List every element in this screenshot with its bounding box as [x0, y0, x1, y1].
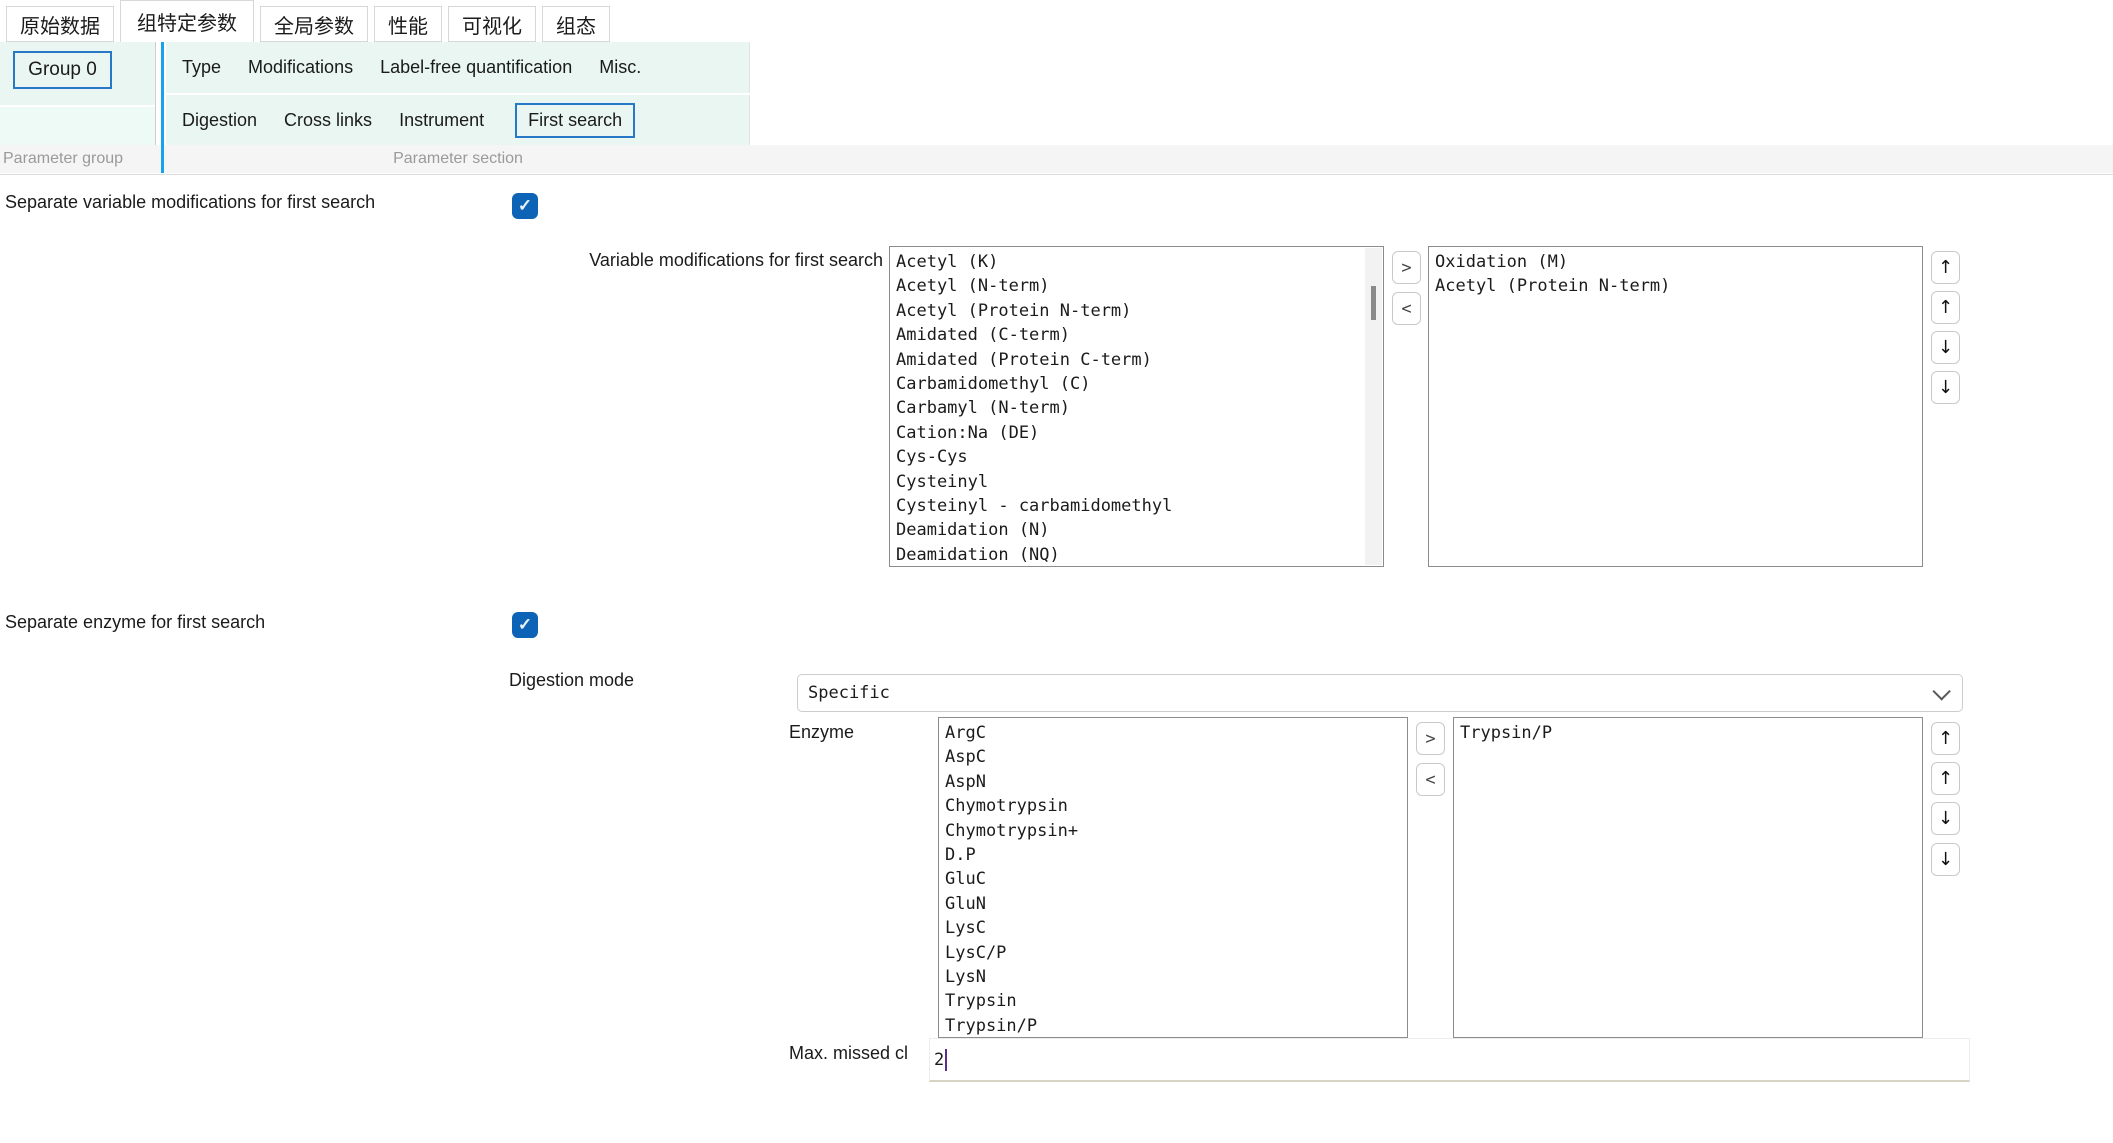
list-item[interactable]: Carbamyl (N-term) — [896, 398, 1070, 419]
enzyme-label: Enzyme — [789, 722, 855, 742]
arrow-up-icon: ↑ — [1937, 768, 1954, 789]
check-icon: ✓ — [517, 615, 533, 634]
max-missed-cleavages-value: 2 — [934, 1049, 945, 1070]
var-mods-move-up-button[interactable]: ↑ — [1931, 291, 1960, 324]
arrow-up-icon: ↑ — [1937, 728, 1954, 749]
arrow-down-icon: ↓ — [1937, 808, 1954, 829]
max-missed-cleavages-label: Max. missed cl — [789, 1043, 909, 1063]
parameter-section-row-2: Digestion Cross links Instrument First s… — [166, 95, 750, 146]
chevron-down-icon — [1932, 681, 1951, 701]
list-item[interactable]: Carbamidomethyl (C) — [896, 373, 1091, 394]
caption-strip — [0, 145, 2113, 173]
arrow-down-icon: ↓ — [1937, 849, 1954, 870]
arrow-down-icon: ↓ — [1937, 337, 1954, 358]
list-item[interactable]: Acetyl (Protein N-term) — [1435, 276, 1671, 297]
list-item[interactable]: Acetyl (K) — [896, 252, 999, 272]
parameter-group-caption: Parameter group — [3, 150, 124, 167]
enzyme-move-up-button[interactable]: ↑ — [1931, 762, 1960, 795]
header-divider — [0, 174, 2113, 175]
arrow-up-icon: ↑ — [1937, 297, 1954, 318]
separate-var-mods-checkbox[interactable]: ✓ — [512, 193, 538, 219]
check-icon: ✓ — [517, 196, 533, 215]
separate-var-mods-label: Separate variable modifications for firs… — [5, 192, 376, 212]
section-tab-modifications[interactable]: Modifications — [248, 57, 354, 77]
list-item[interactable]: Deamidation (NQ) — [896, 544, 1060, 565]
list-item[interactable]: Deamidation (N) — [896, 520, 1050, 541]
list-item[interactable]: LysN — [945, 966, 986, 987]
list-item[interactable]: Cysteinyl — [896, 471, 989, 492]
tab-global-parameters[interactable]: 全局参数 — [260, 6, 368, 42]
digestion-mode-label: Digestion mode — [509, 670, 635, 690]
panel-splitter[interactable] — [161, 42, 164, 173]
list-item[interactable]: Cys-Cys — [896, 447, 968, 468]
separate-enzyme-checkbox[interactable]: ✓ — [512, 612, 538, 638]
digestion-mode-value: Specific — [808, 683, 890, 703]
list-item[interactable]: Cysteinyl - carbamidomethyl — [896, 495, 1173, 516]
enzyme-add-button[interactable]: > — [1416, 722, 1445, 755]
list-item[interactable]: LysC/P — [945, 942, 1007, 963]
separate-enzyme-label: Separate enzyme for first search — [5, 612, 266, 632]
list-item[interactable]: Chymotrypsin — [945, 796, 1068, 817]
list-item[interactable]: Trypsin — [945, 991, 1017, 1012]
parameter-section-row-1: Type Modifications Label-free quantifica… — [166, 42, 750, 93]
section-tab-cross-links[interactable]: Cross links — [284, 110, 373, 130]
var-mods-label: Variable modifications for first search — [589, 250, 883, 270]
tab-raw-data[interactable]: 原始数据 — [6, 6, 114, 42]
group-panel-border — [155, 42, 156, 150]
text-caret — [945, 1048, 948, 1071]
scrollbar-thumb[interactable] — [1371, 286, 1376, 320]
list-item[interactable]: GluN — [945, 893, 986, 914]
tab-configuration[interactable]: 组态 — [542, 6, 610, 42]
list-item[interactable]: ArgC — [945, 723, 986, 743]
list-item[interactable]: Acetyl (Protein N-term) — [896, 300, 1132, 321]
list-item[interactable]: Cation:Na (DE) — [896, 422, 1040, 443]
var-mods-remove-button[interactable]: < — [1392, 292, 1421, 325]
list-item[interactable]: AspC — [945, 747, 986, 768]
var-mods-available-list[interactable]: Acetyl (K) Acetyl (N-term) Acetyl (Protein… — [889, 246, 1384, 567]
tab-group-specific-parameters[interactable]: 组特定参数 — [120, 0, 254, 42]
section-tab-misc[interactable]: Misc. — [599, 57, 642, 77]
list-item[interactable]: Trypsin/P — [945, 1015, 1038, 1036]
var-mods-scrollbar[interactable] — [1365, 248, 1382, 565]
arrow-down-icon: ↓ — [1937, 377, 1954, 398]
var-mods-move-down-button[interactable]: ↓ — [1931, 331, 1960, 364]
section-tab-instrument[interactable]: Instrument — [399, 110, 485, 130]
section-tab-digestion[interactable]: Digestion — [182, 110, 258, 130]
main-tab-bar: 原始数据 组特定参数 全局参数 性能 可视化 组态 — [6, 0, 610, 42]
list-item[interactable]: Oxidation (M) — [1435, 252, 1569, 272]
arrow-up-icon: ↑ — [1937, 257, 1954, 278]
group-0-button[interactable]: Group 0 — [13, 51, 112, 89]
list-item[interactable]: Chymotrypsin+ — [945, 820, 1079, 841]
tab-visualization[interactable]: 可视化 — [448, 6, 536, 42]
tab-performance[interactable]: 性能 — [374, 6, 442, 42]
list-item[interactable]: Trypsin/P — [1460, 723, 1553, 743]
enzyme-remove-button[interactable]: < — [1416, 763, 1445, 796]
list-item[interactable]: Amidated (Protein C-term) — [896, 349, 1152, 370]
enzyme-move-bottom-button[interactable]: ↓ — [1931, 843, 1960, 876]
enzyme-move-top-button[interactable]: ↑ — [1931, 722, 1960, 755]
list-item[interactable]: AspN — [945, 771, 986, 792]
enzyme-selected-list[interactable]: Trypsin/P — [1453, 717, 1923, 1038]
var-mods-selected-list[interactable]: Oxidation (M) Acetyl (Protein N-term) — [1428, 246, 1923, 567]
parameter-group-row-empty — [0, 107, 156, 150]
digestion-mode-select[interactable]: Specific — [797, 674, 1963, 712]
parameter-section-caption: Parameter section — [393, 150, 523, 167]
var-mods-move-bottom-button[interactable]: ↓ — [1931, 371, 1960, 404]
var-mods-add-button[interactable]: > — [1392, 251, 1421, 284]
var-mods-move-top-button[interactable]: ↑ — [1931, 251, 1960, 284]
section-tab-first-search[interactable]: First search — [515, 103, 636, 138]
list-item[interactable]: LysC — [945, 918, 986, 939]
list-item[interactable]: Amidated (C-term) — [896, 325, 1070, 346]
section-tab-type[interactable]: Type — [182, 57, 222, 77]
list-item[interactable]: D.P — [945, 844, 976, 865]
max-missed-cleavages-input[interactable]: 2 — [929, 1038, 1970, 1082]
list-item[interactable]: Acetyl (N-term) — [896, 276, 1050, 297]
section-tab-label-free-quantification[interactable]: Label-free quantification — [380, 57, 573, 77]
enzyme-move-down-button[interactable]: ↓ — [1931, 802, 1960, 835]
list-item[interactable]: GluC — [945, 869, 986, 890]
